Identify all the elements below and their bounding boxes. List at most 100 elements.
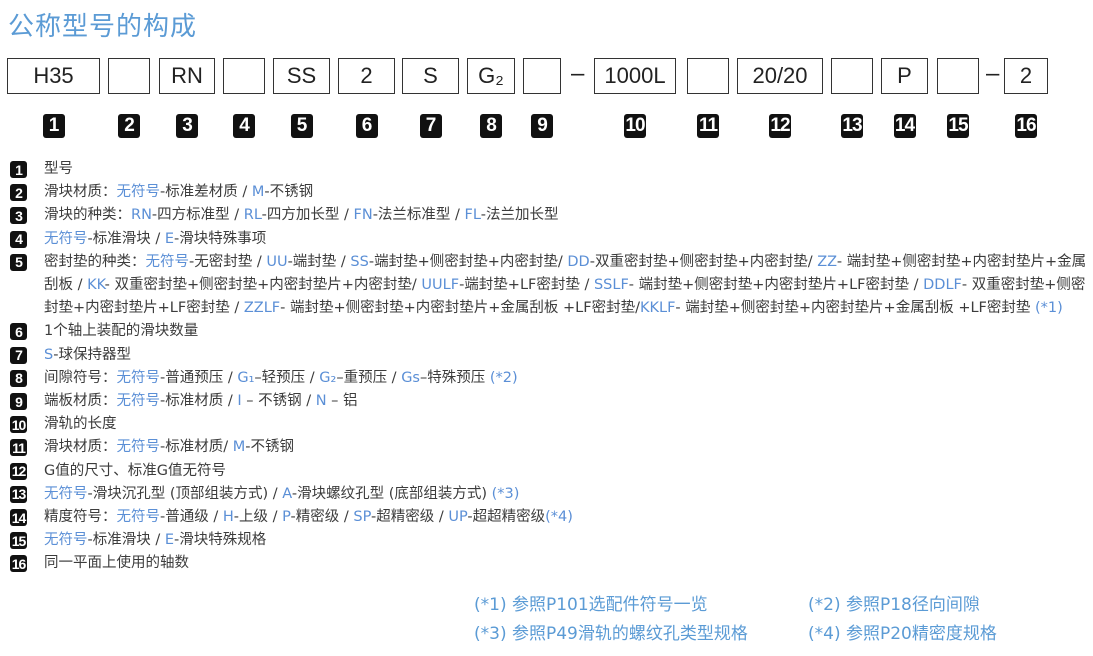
number-badge-9: 9 <box>531 114 553 138</box>
code-symbol: I <box>237 393 242 410</box>
number-badge: 15 <box>10 532 27 550</box>
code-symbol: 无符号 <box>116 369 161 386</box>
description-text: 滑块材质： <box>44 439 117 456</box>
code-symbol: 无符号 <box>44 532 88 549</box>
number-badge: 7 <box>10 346 27 364</box>
legend-item-16: 16 同一平面上使用的轴数 <box>10 552 1090 575</box>
code-box-6: 2 <box>338 58 395 94</box>
description-text: 精度符号： <box>44 509 117 526</box>
code-symbol: KK <box>87 277 105 294</box>
code-symbol: 无符号 <box>44 230 88 247</box>
description-text: - 双重密封垫+侧密封垫+内密封垫片+内密封垫/ <box>104 277 422 294</box>
number-badge: 4 <box>10 230 27 248</box>
description-text: -标准材质/ <box>160 439 233 456</box>
number-badge-13: 13 <box>841 114 863 138</box>
code-symbol: G₂ <box>319 369 337 386</box>
description-text: -无密封垫 / <box>189 253 267 270</box>
number-badge: 11 <box>10 439 27 457</box>
description-text: -端封垫+侧密封垫+内密封垫/ <box>368 253 568 270</box>
number-badge: 5 <box>10 253 27 271</box>
description-text: 型号 <box>44 161 73 177</box>
page-title: 公称型号的构成 <box>8 12 198 42</box>
code-symbol: FL <box>464 207 481 224</box>
number-badge-1: 1 <box>42 114 65 138</box>
code-symbol: DD <box>567 253 590 270</box>
legend-item-10: 10 滑轨的长度 <box>10 413 1090 436</box>
code-symbol: E <box>164 230 175 247</box>
code-symbol: UULF <box>421 277 460 294</box>
description-text: -上级 / <box>233 509 283 526</box>
description-text: -精密级 / <box>290 509 354 526</box>
code-box-13 <box>831 58 873 94</box>
number-badge-11: 11 <box>697 114 719 138</box>
code-symbol: SP <box>353 509 372 526</box>
code-symbol: 无符号 <box>145 253 190 270</box>
number-badge: 10 <box>10 416 27 434</box>
description-text: -球保持器型 <box>53 346 131 363</box>
code-symbol: SS <box>350 253 369 270</box>
code-symbol: M <box>251 184 265 201</box>
description-text: 滑块材质： <box>44 184 117 201</box>
description-text: -端封垫+LF密封垫 / <box>459 277 594 294</box>
code-symbol: A <box>282 485 292 502</box>
code-symbol: (*1) <box>1035 300 1063 317</box>
description-text: -标准差材质 / <box>160 184 252 201</box>
description-text: - 端封垫+侧密封垫+内密封垫片+金属刮板 / <box>44 253 1087 294</box>
description-text: -标准滑块 / <box>87 230 165 247</box>
number-badge: 16 <box>10 555 27 573</box>
description-text: -法兰标准型 / <box>372 207 465 224</box>
number-badge: 14 <box>10 509 27 527</box>
code-symbol: E <box>164 532 175 549</box>
number-badge: 13 <box>10 485 27 503</box>
code-symbol: (*4) <box>545 509 573 526</box>
description-text: 滑轨的长度 <box>44 416 117 433</box>
code-symbol: Gs <box>401 369 420 386</box>
code-box-7: S <box>402 58 459 94</box>
code-box-1: H35 <box>7 58 100 94</box>
description-text: -滑块特殊事项 <box>174 230 267 247</box>
code-symbol: RL <box>243 207 262 224</box>
code-box-14: P <box>881 58 928 94</box>
code-symbol: FN <box>353 207 373 224</box>
code-symbol: (*2) <box>489 369 518 386</box>
description-text: 同一平面上使用的轴数 <box>44 555 189 572</box>
number-badge: 8 <box>10 369 27 387</box>
code-symbol: G₁ <box>237 369 255 386</box>
footnote-1: (*1) 参照P101选配件符号一览 <box>474 595 708 615</box>
description-text: -普通预压 / <box>160 369 238 386</box>
code-symbol: 无符号 <box>116 393 161 410</box>
code-symbol: DDLF <box>923 277 962 294</box>
description-text: - 端封垫+侧密封垫+内密封垫片+金属刮板 +LF密封垫/ <box>280 300 640 317</box>
number-badge: 9 <box>10 393 27 411</box>
code-symbol: 无符号 <box>116 439 161 456</box>
code-box-3: RN <box>159 58 215 94</box>
description-text: –特殊预压 <box>419 369 490 386</box>
description-text: 间隙符号： <box>44 369 117 386</box>
code-symbol: UU <box>266 253 288 270</box>
code-symbol: ZZ <box>817 253 837 270</box>
footnote-4: (*4) 参照P20精密度规格 <box>808 624 997 644</box>
code-box-8: G₂ <box>467 58 515 94</box>
code-box-5: SS <box>273 58 330 94</box>
code-symbol: 无符号 <box>116 184 161 201</box>
description-text: -滑块特殊规格 <box>174 532 267 549</box>
number-badge: 2 <box>10 184 27 202</box>
code-box-4 <box>223 58 265 94</box>
code-symbol: H <box>222 509 234 526</box>
number-badge-6: 6 <box>355 114 378 138</box>
code-symbol: KKLF <box>639 300 676 317</box>
code-symbol: UP <box>448 509 468 526</box>
description-text: -端封垫 / <box>287 253 351 270</box>
code-box-9 <box>523 58 561 94</box>
code-symbol: ZZLF <box>243 300 281 317</box>
description-text: 端板材质： <box>44 393 117 410</box>
number-badge-5: 5 <box>290 114 313 138</box>
number-badge: 1 <box>10 161 27 178</box>
legend-item-1: 1 型号 <box>10 158 1090 181</box>
